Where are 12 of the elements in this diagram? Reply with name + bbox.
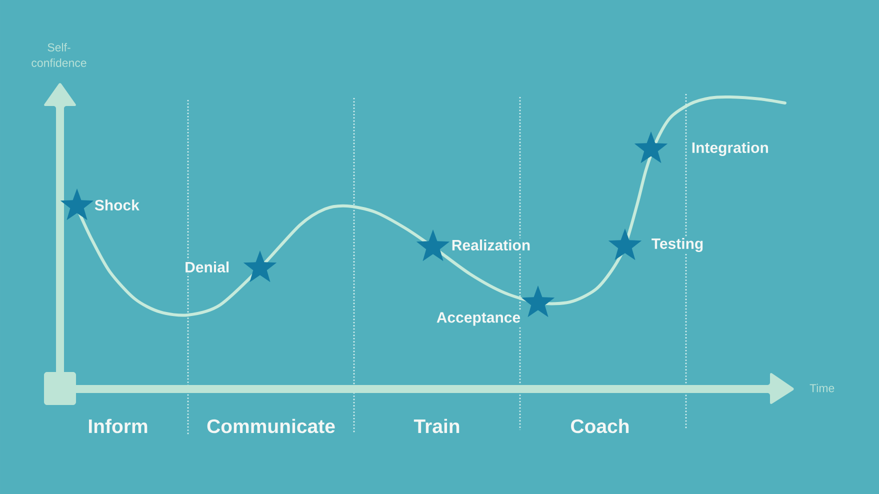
stage-label: Realization: [450, 238, 532, 252]
stage-label: Shock: [93, 198, 141, 212]
phase-label: Inform: [88, 418, 148, 434]
axis-label: Self- confidence: [32, 43, 86, 67]
phase-label: Coach: [571, 418, 629, 434]
axis-label: Time: [810, 384, 834, 392]
stage-label: Denial: [183, 260, 231, 274]
phase-label: Train: [414, 418, 460, 434]
stage-label: Integration: [690, 140, 770, 158]
stage-label: Acceptance: [435, 311, 522, 327]
phase-label: Communicate: [207, 418, 335, 434]
stage-label: Testing: [650, 236, 705, 254]
